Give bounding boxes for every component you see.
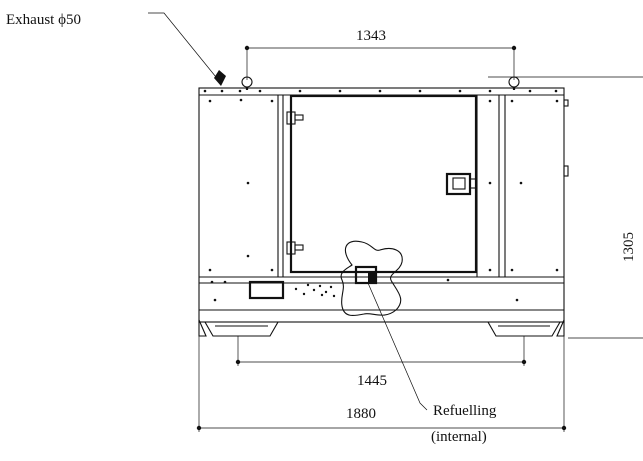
door-hinge-top-leaf: [294, 114, 304, 121]
side-latch: [563, 99, 569, 107]
exhaust-label: Exhaust ϕ50: [6, 12, 81, 28]
side-latch: [563, 165, 569, 177]
foot-right-end: [556, 319, 565, 337]
cutaway-cloud: [340, 240, 403, 317]
rating-plate: [248, 280, 285, 300]
cable-knockouts: [294, 283, 336, 298]
exhaust-leader: [148, 12, 221, 83]
dim-tick: [244, 45, 250, 51]
refuelling-label: Refuelling: [433, 403, 497, 419]
dim-tick: [235, 359, 241, 365]
dim-tick: [511, 45, 517, 51]
door-handle-lock: [469, 178, 477, 189]
fastener-dots: [203, 89, 559, 302]
dim-tick: [561, 425, 567, 431]
door-hinge-bottom-leaf: [294, 244, 304, 251]
dim-1343-text: 1343: [356, 28, 386, 44]
dim-1445-text: 1445: [357, 373, 387, 389]
door-handle-inner: [452, 177, 466, 190]
access-door: [289, 94, 478, 274]
exhaust-pipe: [214, 70, 226, 86]
refuelling-sublabel: (internal): [431, 429, 487, 445]
dim-tick: [196, 425, 202, 431]
door-handle: [445, 172, 472, 196]
dim-1305-text: 1305: [621, 232, 637, 262]
fuel-filler-neck: [368, 272, 376, 283]
refuelling-leader: [367, 282, 428, 411]
enclosure-outline: [198, 87, 565, 323]
foot-left: [204, 321, 279, 337]
dim-tick: [521, 359, 527, 365]
dim-1880-text: 1880: [346, 406, 376, 422]
foot-right: [487, 321, 561, 337]
